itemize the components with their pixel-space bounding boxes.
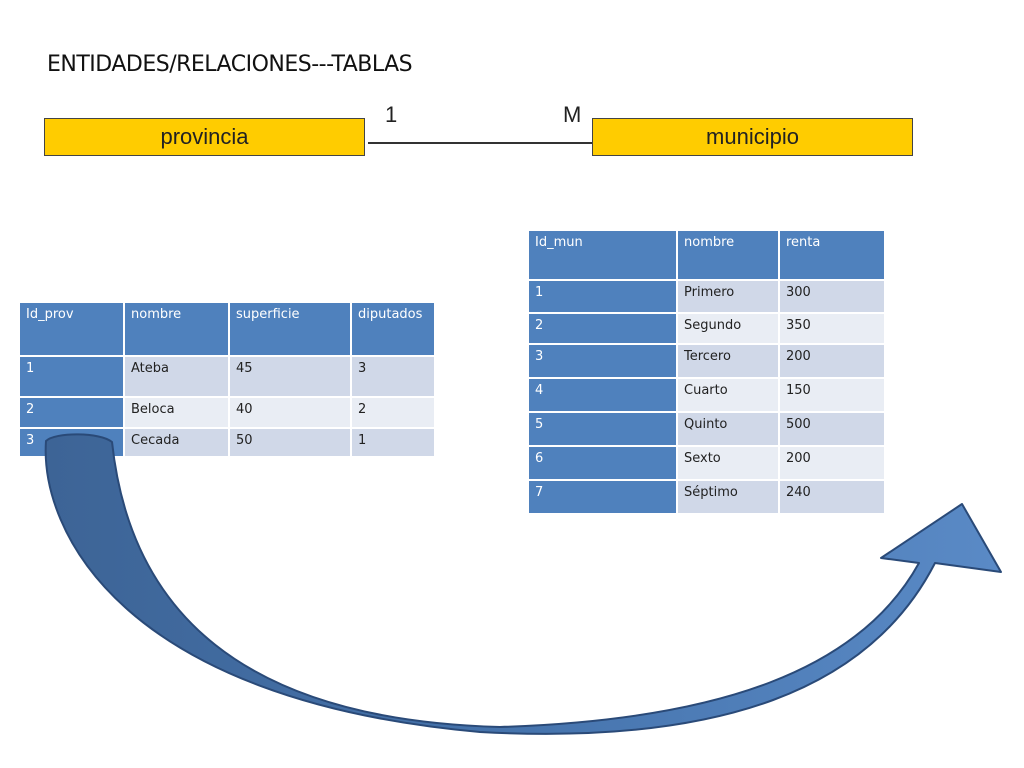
table-cell: 1 <box>352 429 434 456</box>
table-row: 2 Beloca 40 2 <box>20 398 434 427</box>
table-cell: 1 <box>529 281 676 312</box>
table-cell: Ateba <box>125 357 228 396</box>
column-header: Id_mun <box>529 231 676 279</box>
column-header: nombre <box>678 231 778 279</box>
table-cell: Cuarto <box>678 379 778 411</box>
column-header: superficie <box>230 303 350 355</box>
column-header: renta <box>780 231 884 279</box>
table-cell: Quinto <box>678 413 778 445</box>
table-header-row: Id_prov nombre superficie diputados <box>20 303 434 355</box>
table-cell: 2 <box>20 398 123 427</box>
table-cell: Sexto <box>678 447 778 479</box>
cardinality-one: 1 <box>385 102 398 127</box>
table-row: 4 Cuarto 150 <box>529 379 884 411</box>
table-cell: 3 <box>529 345 676 377</box>
table-cell: 200 <box>780 447 884 479</box>
table-cell: 4 <box>529 379 676 411</box>
municipio-table: Id_mun nombre renta 1 Primero 300 2 Segu… <box>527 229 886 515</box>
table-row: 3 Tercero 200 <box>529 345 884 377</box>
table-row: 1 Ateba 45 3 <box>20 357 434 396</box>
column-header: diputados <box>352 303 434 355</box>
table-row: 1 Primero 300 <box>529 281 884 312</box>
table-row: 5 Quinto 500 <box>529 413 884 445</box>
table-cell: 300 <box>780 281 884 312</box>
table-cell: 5 <box>529 413 676 445</box>
entity-provincia: provincia <box>44 118 365 156</box>
table-row: 2 Segundo 350 <box>529 314 884 343</box>
table-cell: Cecada <box>125 429 228 456</box>
table-cell: Tercero <box>678 345 778 377</box>
table-cell: 45 <box>230 357 350 396</box>
table-row: 7 Séptimo 240 <box>529 481 884 513</box>
table-cell: 240 <box>780 481 884 513</box>
table-cell: 3 <box>352 357 434 396</box>
table-cell: 150 <box>780 379 884 411</box>
table-cell: 500 <box>780 413 884 445</box>
table-cell: 7 <box>529 481 676 513</box>
table-cell: Séptimo <box>678 481 778 513</box>
table-cell: 6 <box>529 447 676 479</box>
entity-municipio: municipio <box>592 118 913 156</box>
table-cell: 1 <box>20 357 123 396</box>
column-header: Id_prov <box>20 303 123 355</box>
table-cell: 2 <box>352 398 434 427</box>
table-cell: Beloca <box>125 398 228 427</box>
table-header-row: Id_mun nombre renta <box>529 231 884 279</box>
table-row: 6 Sexto 200 <box>529 447 884 479</box>
table-cell: 40 <box>230 398 350 427</box>
column-header: nombre <box>125 303 228 355</box>
table-cell: 200 <box>780 345 884 377</box>
table-cell: Primero <box>678 281 778 312</box>
relationship-line <box>368 142 592 144</box>
table-cell: Segundo <box>678 314 778 343</box>
page-title: ENTIDADES/RELACIONES---TABLAS <box>47 52 413 77</box>
table-cell: 350 <box>780 314 884 343</box>
table-cell: 50 <box>230 429 350 456</box>
cardinality-many: M <box>563 102 582 127</box>
table-cell: 2 <box>529 314 676 343</box>
